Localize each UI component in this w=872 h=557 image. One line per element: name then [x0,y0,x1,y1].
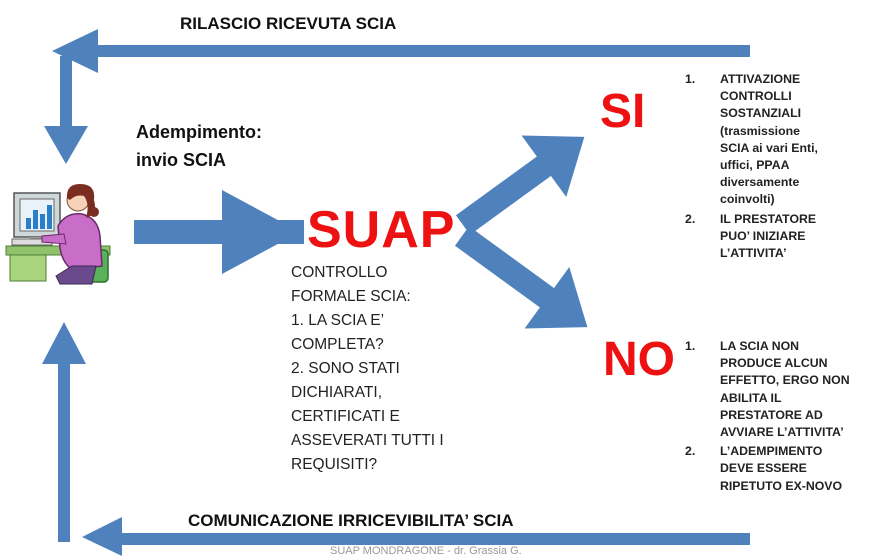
no-arrow [454,226,588,329]
controllo-formale-text: CONTROLLO FORMALE SCIA: 1. LA SCIA E’ CO… [291,261,444,477]
controllo-line: COMPLETA? [291,336,384,353]
no-outcome-list: 1. LA SCIA NON PRODUCE ALCUN EFFETTO, ER… [685,338,850,495]
item-line: diversamente [720,175,800,190]
item-line: ATTIVAZIONE [720,72,801,86]
suap-label: SUAP [307,201,456,259]
no-item: 1. LA SCIA NON PRODUCE ALCUN EFFETTO, ER… [685,338,850,441]
item-line: (trasmissione [720,123,800,138]
adempimento-label: Adempimento: invio SCIA [136,118,262,174]
si-outcome-list: 1. ATTIVAZIONE CONTROLLI SOSTANZIALI (tr… [685,71,818,262]
no-item: 2. L’ADEMPIMENTO DEVE ESSERE RIPETUTO EX… [685,443,850,495]
item-line: RIPETUTO EX-NOVO [720,478,843,493]
controllo-line: REQUISITI? [291,456,378,473]
top-return-arrow [52,29,750,73]
item-line: SOSTANZIALI [720,106,802,121]
footer-text: SUAP MONDRAGONE - dr. Grassia G. [330,545,522,557]
no-label: NO [603,333,675,386]
main-right-arrow [134,190,304,274]
controllo-line: DICHIARATI, [291,384,382,401]
bottom-return-arrow [82,517,750,556]
item-line: L’ATTIVITA’ [720,246,787,261]
adempimento-line: Adempimento: [136,122,262,142]
bottom-return-label: COMUNICAZIONE IRRICEVIBILITA’ SCIA [188,511,514,530]
item-line: uffici, PPAA [720,158,790,173]
top-return-label: RILASCIO RICEVUTA SCIA [180,14,397,33]
controllo-line: ASSEVERATI TUTTI I [291,432,444,449]
si-arrow [455,135,585,235]
item-line: ABILITA IL [720,390,782,405]
item-line: EFFETTO, ERGO NON [720,373,850,388]
controllo-line: FORMALE SCIA: [291,288,411,305]
item-line: AVVIARE L’ATTIVITA’ [720,425,844,440]
left-down-arrow [44,56,88,164]
item-line: CONTROLLI [720,89,792,104]
item-number: 1. [685,72,696,86]
item-number: 2. [685,444,696,459]
si-item: 2. IL PRESTATORE PUO’ INIZIARE L’ATTIVIT… [685,211,818,263]
item-line: PUO’ INIZIARE [720,228,806,243]
si-item: 1. ATTIVAZIONE CONTROLLI SOSTANZIALI (tr… [685,71,818,209]
item-line: PRODUCE ALCUN [720,356,828,371]
left-up-arrow [42,322,86,542]
controllo-line: 1. LA SCIA E’ [291,312,385,329]
item-line: DEVE ESSERE [720,461,807,476]
si-label: SI [600,85,646,138]
item-line: IL PRESTATORE [720,211,817,226]
controllo-line: CONTROLLO [291,264,388,281]
item-number: 2. [685,211,696,226]
adempimento-line: invio SCIA [136,150,227,170]
person-at-computer-icon [5,184,111,285]
controllo-line: CERTIFICATI E [291,408,400,425]
item-number: 1. [685,339,696,353]
item-line: coinvolti) [720,192,775,207]
controllo-line: 2. SONO STATI [291,360,400,377]
item-line: PRESTATORE AD [720,407,823,422]
item-line: LA SCIA NON [720,339,800,353]
item-line: SCIA ai vari Enti, [720,140,818,155]
item-line: L’ADEMPIMENTO [720,444,823,459]
